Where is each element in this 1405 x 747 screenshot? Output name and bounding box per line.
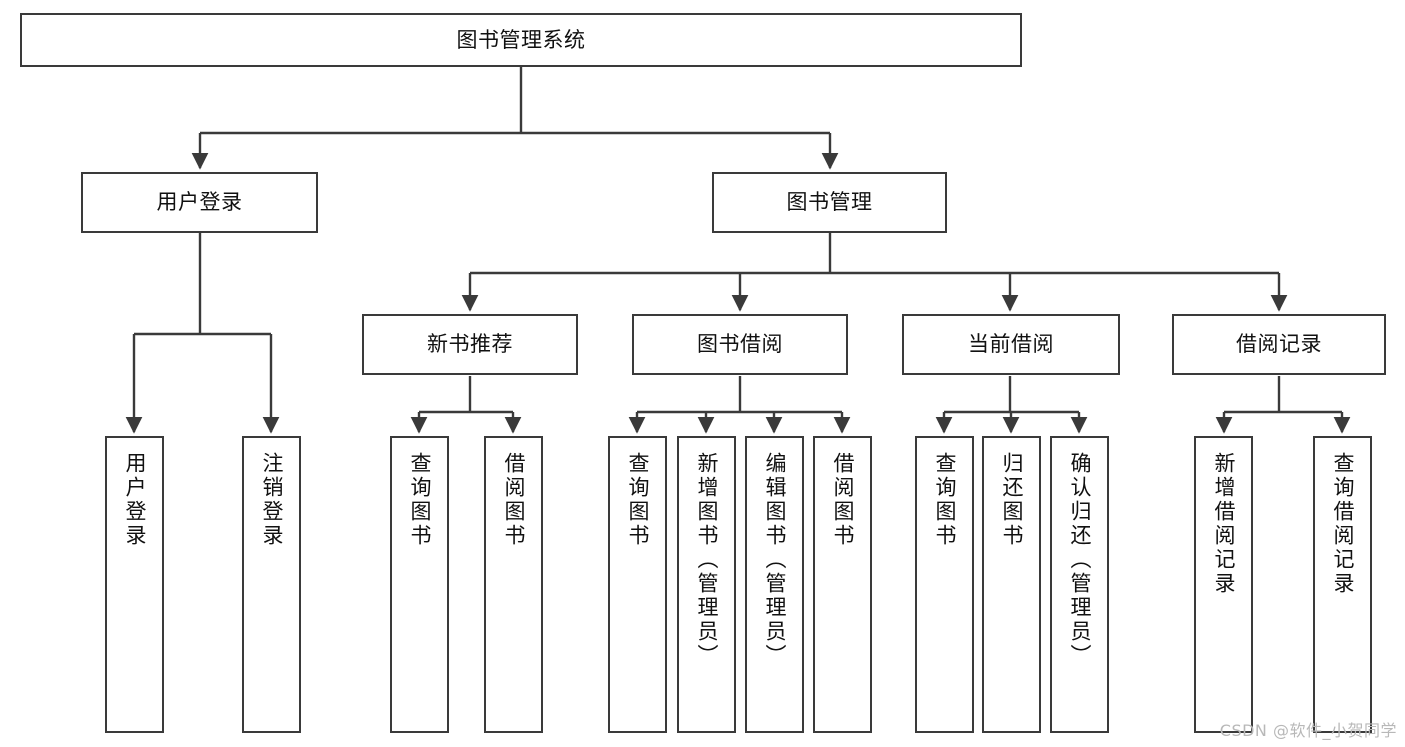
node-label: 查询借阅记录 — [1331, 452, 1355, 596]
node-label: 图书管理系统 — [456, 27, 586, 52]
node-leaf-borrow-book-1[interactable]: 借阅图书 — [484, 436, 543, 733]
node-label: 归还图书 — [1000, 452, 1024, 548]
node-leaf-query-book-1[interactable]: 查询图书 — [390, 436, 449, 733]
node-user-login[interactable]: 用户登录 — [81, 172, 318, 233]
node-label: 确认归还（管理员） — [1068, 452, 1092, 668]
csdn-watermark: CSDN @软件_小贺同学 — [1219, 721, 1397, 740]
node-leaf-user-login[interactable]: 用户登录 — [105, 436, 164, 733]
node-label: 当前借阅 — [968, 332, 1054, 357]
node-leaf-borrow-book-2[interactable]: 借阅图书 — [813, 436, 872, 733]
node-label: 借阅记录 — [1236, 332, 1322, 357]
node-label: 图书管理 — [786, 190, 873, 215]
node-label: 借阅图书 — [831, 452, 855, 548]
node-leaf-query-book-3[interactable]: 查询图书 — [915, 436, 974, 733]
node-root-system[interactable]: 图书管理系统 — [20, 13, 1022, 67]
node-current-borrow[interactable]: 当前借阅 — [902, 314, 1120, 375]
node-book-borrow[interactable]: 图书借阅 — [632, 314, 848, 375]
node-leaf-edit-book[interactable]: 编辑图书（管理员） — [745, 436, 804, 733]
node-label: 新增图书（管理员） — [695, 452, 719, 668]
node-label: 新书推荐 — [427, 332, 513, 357]
node-label: 查询图书 — [626, 452, 650, 548]
node-borrow-record[interactable]: 借阅记录 — [1172, 314, 1386, 375]
node-label: 用户登录 — [123, 452, 147, 548]
node-label: 新增借阅记录 — [1212, 452, 1236, 596]
node-book-management[interactable]: 图书管理 — [712, 172, 947, 233]
node-label: 注销登录 — [260, 452, 284, 548]
node-leaf-query-book-2[interactable]: 查询图书 — [608, 436, 667, 733]
node-leaf-add-record[interactable]: 新增借阅记录 — [1194, 436, 1253, 733]
node-label: 借阅图书 — [502, 452, 526, 548]
node-leaf-user-logout[interactable]: 注销登录 — [242, 436, 301, 733]
node-label: 查询图书 — [408, 452, 432, 548]
node-label: 编辑图书（管理员） — [763, 452, 787, 668]
node-label: 用户登录 — [156, 190, 243, 215]
node-leaf-return-book[interactable]: 归还图书 — [982, 436, 1041, 733]
node-label: 查询图书 — [933, 452, 957, 548]
node-new-book-recommend[interactable]: 新书推荐 — [362, 314, 578, 375]
node-leaf-add-book[interactable]: 新增图书（管理员） — [677, 436, 736, 733]
node-leaf-confirm-return[interactable]: 确认归还（管理员） — [1050, 436, 1109, 733]
node-leaf-query-record[interactable]: 查询借阅记录 — [1313, 436, 1372, 733]
node-label: 图书借阅 — [697, 332, 783, 357]
